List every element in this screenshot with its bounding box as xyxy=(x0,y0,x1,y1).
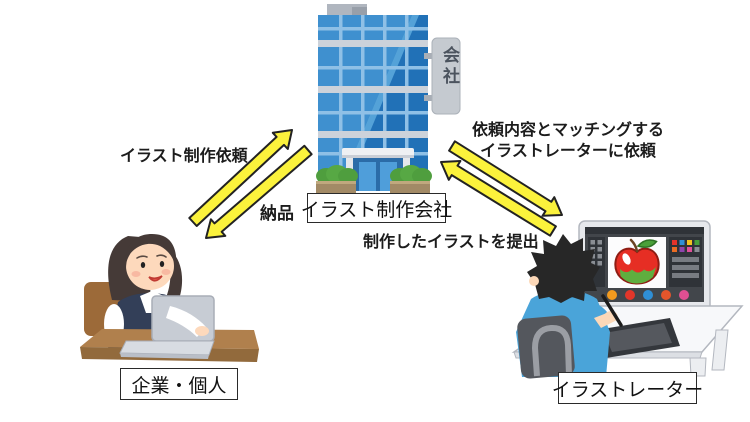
illustrator-illustration xyxy=(511,220,744,379)
client-label: 企業・個人 xyxy=(131,375,227,397)
arrow-delivery xyxy=(205,144,313,239)
arrow-request xyxy=(188,129,293,227)
client-label-box: 企業・個人 xyxy=(120,368,238,400)
color-palette-dots xyxy=(607,290,689,300)
arrow-assign xyxy=(448,140,563,217)
client-face-icon xyxy=(126,242,174,290)
assign-arrow-label-line2: イラストレーターに依頼 xyxy=(480,143,656,160)
agency-label-box: イラスト制作会社 xyxy=(301,193,452,223)
company-sign-icon xyxy=(424,37,461,115)
illustrator-label-box: イラストレーター xyxy=(552,372,703,404)
request-arrow-label: イラスト制作依頼 xyxy=(120,148,248,165)
delivery-arrow-label: 納品 xyxy=(260,204,294,223)
arrow-submit xyxy=(440,160,557,237)
submit-arrow-label: 制作したイラストを提出 xyxy=(363,234,539,251)
bush-left-icon xyxy=(316,165,358,193)
flow-arrows xyxy=(188,129,563,239)
chair-right-icon xyxy=(517,315,575,379)
company-sign-text: 会社 xyxy=(440,46,459,88)
assign-arrow-label-line1: 依頼内容とマッチングする xyxy=(471,122,664,139)
pen-tablet-icon xyxy=(596,318,680,358)
bush-right-icon xyxy=(390,165,432,193)
apple-artwork-icon xyxy=(614,238,660,285)
illustrator-head-icon xyxy=(527,234,600,303)
illustrator-label: イラストレーター xyxy=(551,379,704,401)
stylus-pen-icon xyxy=(601,294,623,327)
agency-label: イラスト制作会社 xyxy=(300,199,453,221)
office-building-icon xyxy=(316,4,461,193)
client-illustration xyxy=(80,234,259,362)
assign-arrow-label: 依頼内容とマッチングする イラストレーターに依頼 xyxy=(462,120,674,162)
